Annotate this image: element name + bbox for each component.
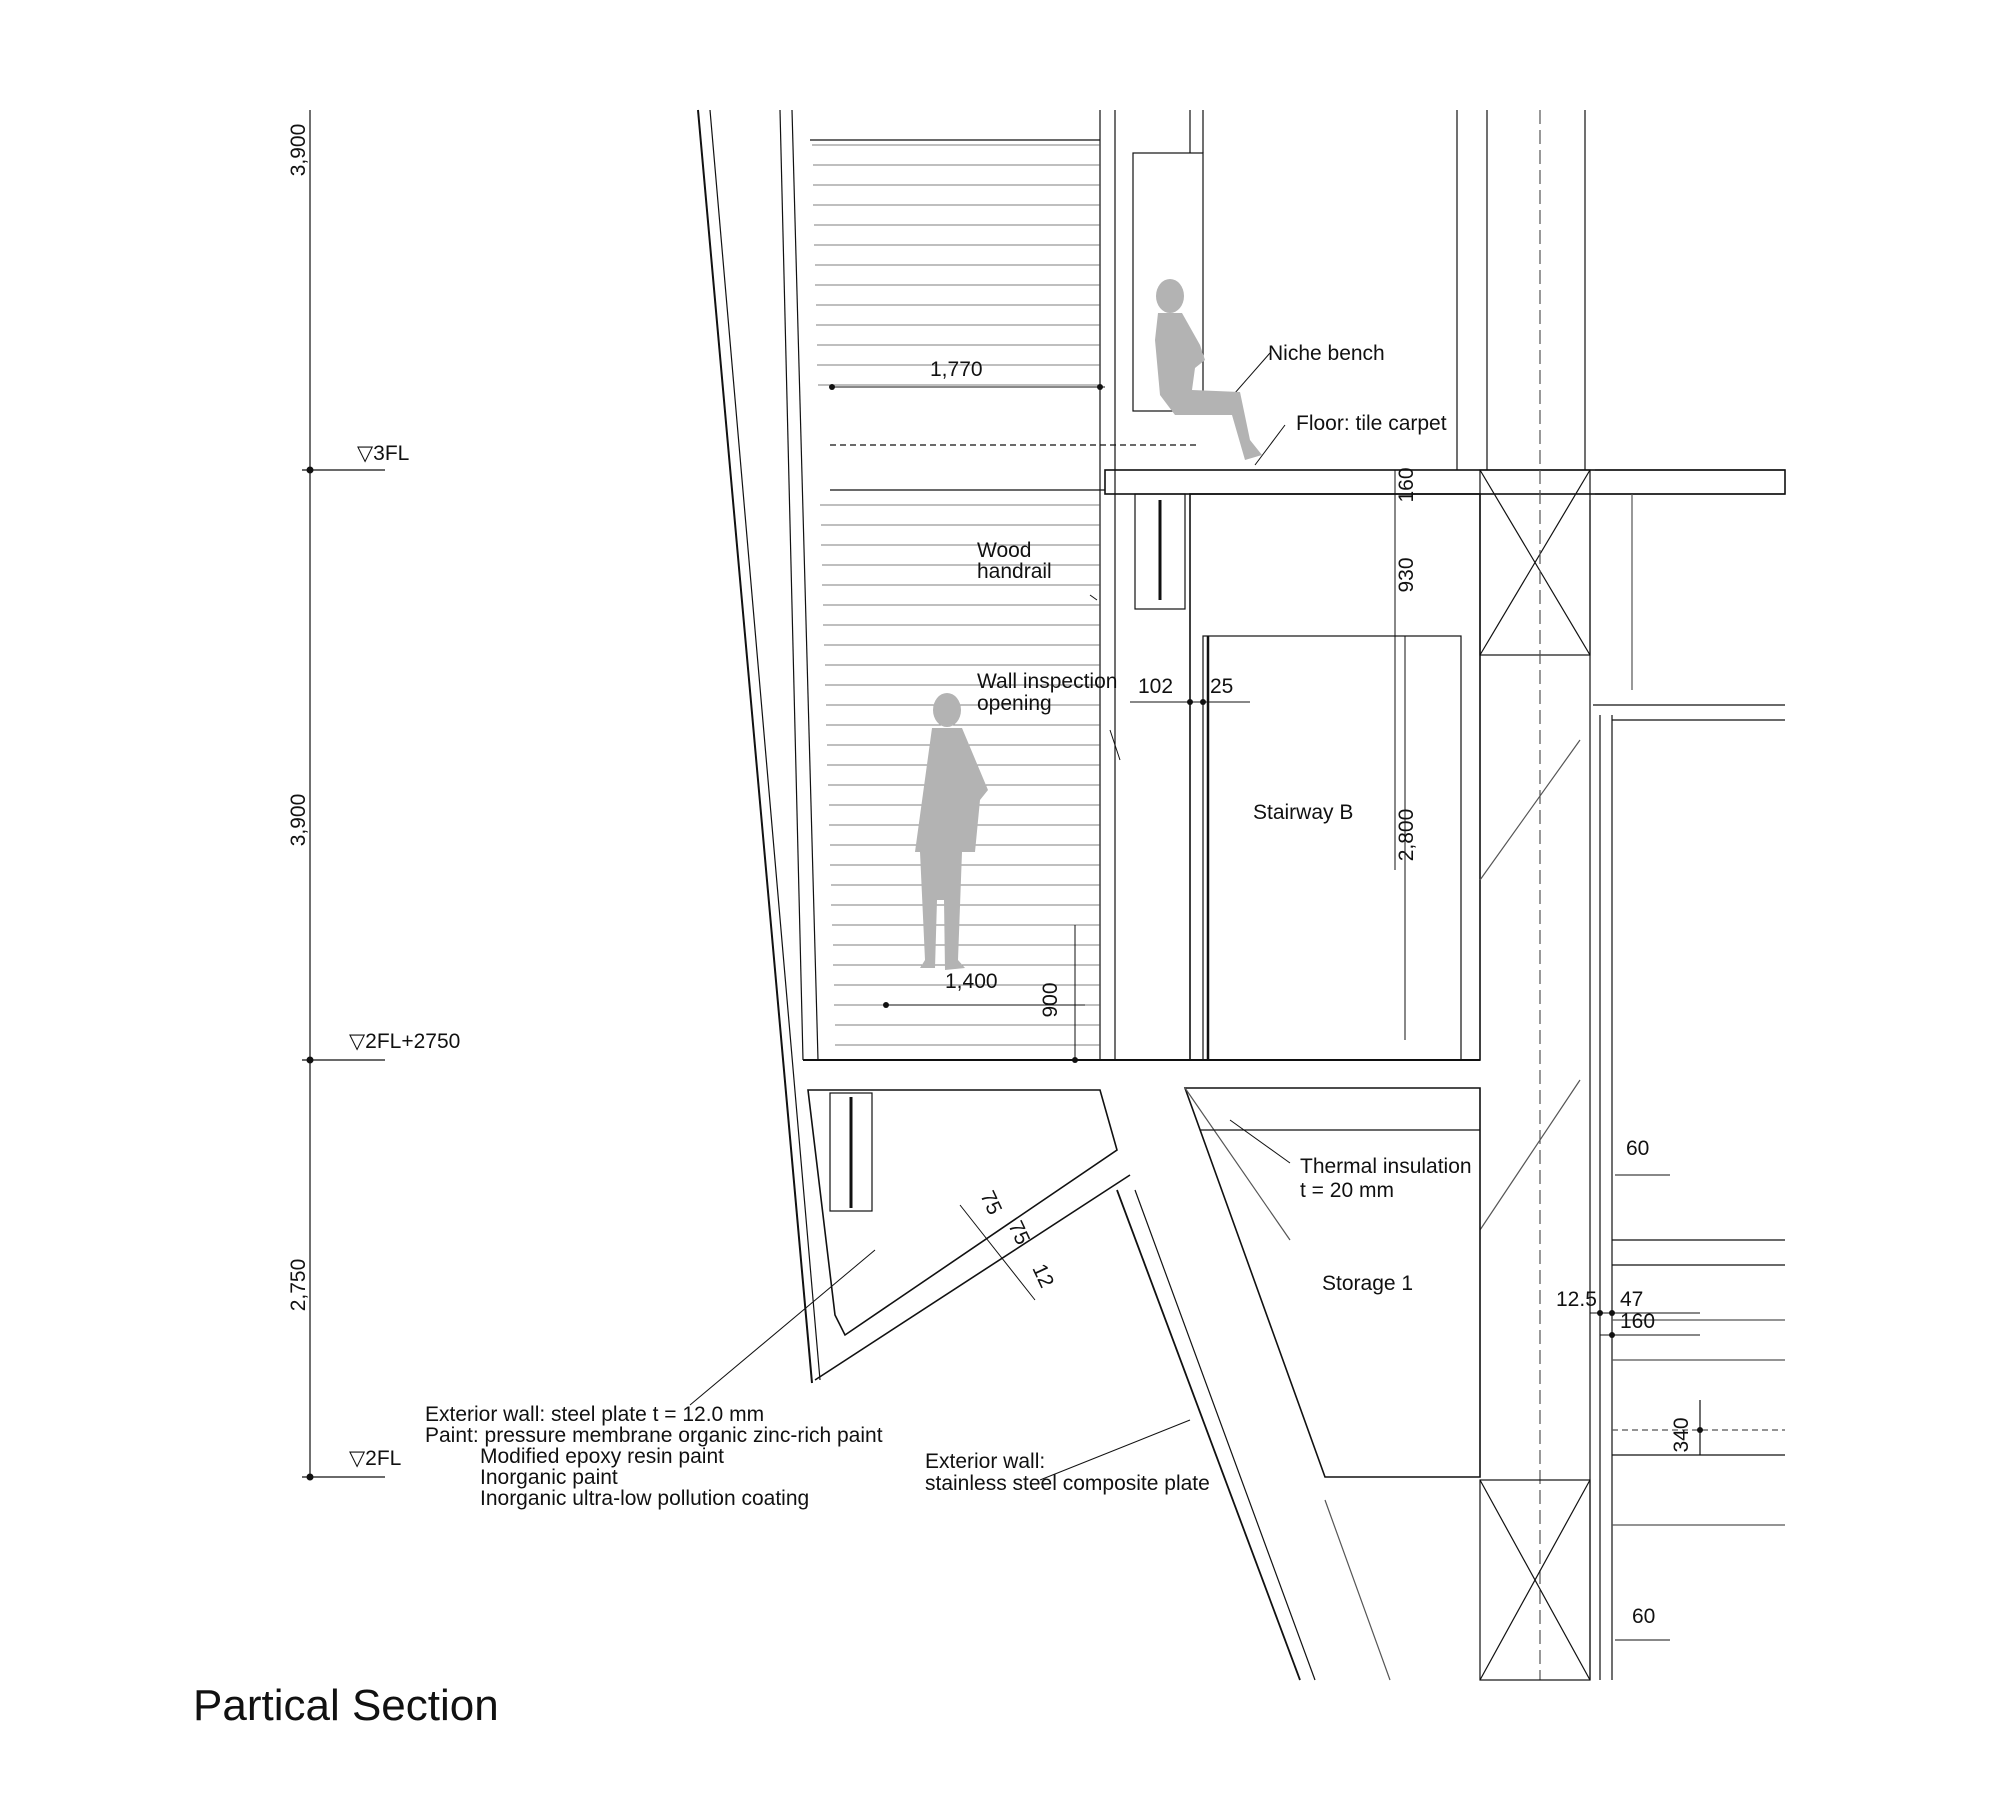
dim-102: 102: [1138, 675, 1173, 698]
dim-dots: [306, 384, 1703, 1481]
label-thermal-1: Thermal insulation: [1300, 1155, 1472, 1178]
diag-lower: [1324, 1499, 1391, 1681]
stair-treads: [812, 144, 1100, 1046]
dim-930: 930: [1395, 557, 1418, 592]
label-ext-wall-ss-1: Exterior wall:: [925, 1450, 1045, 1473]
dim-340: 340: [1670, 1417, 1693, 1452]
label-paint-4: Inorganic ultra-low pollution coating: [480, 1487, 809, 1510]
label-storage-1: Storage 1: [1322, 1272, 1413, 1295]
stairway-b-inner: [1202, 635, 1462, 1061]
vertical-dim-labels: 3,900 3,900 2,750: [287, 124, 310, 1312]
person-standing: [915, 693, 988, 970]
leader-ss: [1039, 1419, 1191, 1481]
dim-3900-middle: 3,900: [287, 794, 310, 847]
label-wood-handrail-1: Wood: [977, 539, 1031, 562]
label-wood-handrail-2: handrail: [977, 560, 1052, 583]
person-sitting: [1155, 279, 1262, 460]
lower-ibeam: [829, 1092, 873, 1212]
dim-line-75: [959, 1204, 1036, 1301]
label-wall-inspection-2: opening: [977, 692, 1052, 715]
beam-ibeam: [1134, 493, 1186, 610]
level-2fl: ▽2FL: [349, 1447, 401, 1470]
dim-60-b: 60: [1632, 1605, 1655, 1628]
dim-160-b: 160: [1620, 1310, 1655, 1333]
ext-wall-outer: [697, 109, 813, 1384]
dim-2800: 2,800: [1395, 809, 1418, 862]
stair-wall-inner-2: [791, 109, 819, 1061]
level-2fl-2750: ▽2FL+2750: [349, 1030, 460, 1053]
dim-3900-top: 3,900: [287, 124, 310, 177]
lower-sloped-plate: [814, 1174, 1131, 1381]
ext-wall-inner: [709, 109, 821, 1381]
label-paint-3: Inorganic paint: [480, 1466, 618, 1489]
leader-steel: [689, 1249, 876, 1406]
diag-2: [1479, 1079, 1581, 1231]
ss-wall-2: [1134, 1189, 1316, 1681]
level-3fl: ▽3FL: [357, 442, 409, 465]
slab-3fl: [1104, 469, 1786, 495]
human-figures: [915, 279, 1262, 970]
column-x-4: [1479, 1479, 1591, 1681]
dim-75-b: 75: [1003, 1217, 1034, 1248]
leader-floor: [1254, 424, 1286, 466]
label-ext-wall-ss-2: stainless steel composite plate: [925, 1472, 1210, 1495]
label-floor: Floor: tile carpet: [1296, 412, 1447, 435]
label-niche-bench: Niche bench: [1268, 342, 1385, 365]
leader-thermal: [1229, 1119, 1291, 1164]
label-stairway-b: Stairway B: [1253, 801, 1353, 824]
storage-diag: [1184, 1087, 1291, 1241]
dim-12-5: 12.5: [1556, 1288, 1597, 1311]
column-x-2: [1479, 469, 1591, 656]
dimension-lines: [832, 386, 1700, 1641]
dim-900: 900: [1039, 982, 1062, 1017]
dim-12: 12: [1027, 1260, 1058, 1291]
label-paint-1: Paint: pressure membrane organic zinc-ri…: [425, 1424, 883, 1447]
label-thermal-2: t = 20 mm: [1300, 1179, 1394, 1202]
dim-75-a: 75: [975, 1187, 1006, 1218]
stair-wall-inner: [779, 109, 804, 1061]
label-paint-2: Modified epoxy resin paint: [480, 1445, 724, 1468]
dim-1400: 1,400: [945, 970, 998, 993]
leader-inspection: [1109, 729, 1121, 761]
dim-160: 160: [1395, 467, 1418, 502]
label-wall-inspection-1: Wall inspection: [977, 670, 1117, 693]
storage-1-box: [1183, 1087, 1481, 1478]
stairway-b-box: [1189, 493, 1481, 1061]
dim-2750-bottom: 2,750: [287, 1259, 310, 1312]
niche-bench-box: [1132, 152, 1204, 412]
dim-25: 25: [1210, 675, 1233, 698]
dim-60-a: 60: [1626, 1137, 1649, 1160]
ss-wall-1: [1116, 1189, 1301, 1681]
dim-47: 47: [1620, 1288, 1643, 1311]
label-ext-wall-steel: Exterior wall: steel plate t = 12.0 mm: [425, 1403, 764, 1426]
lower-beam-box: [807, 1089, 1118, 1337]
leader-lines: [689, 352, 1291, 1481]
diag-1: [1479, 739, 1581, 881]
dim-1770: 1,770: [930, 358, 983, 381]
drawing-title: Partical Section: [193, 1681, 499, 1730]
column-box-bottom: [1479, 1479, 1591, 1681]
leader-handrail: [1089, 594, 1098, 601]
structure-lines: [302, 109, 1786, 1681]
